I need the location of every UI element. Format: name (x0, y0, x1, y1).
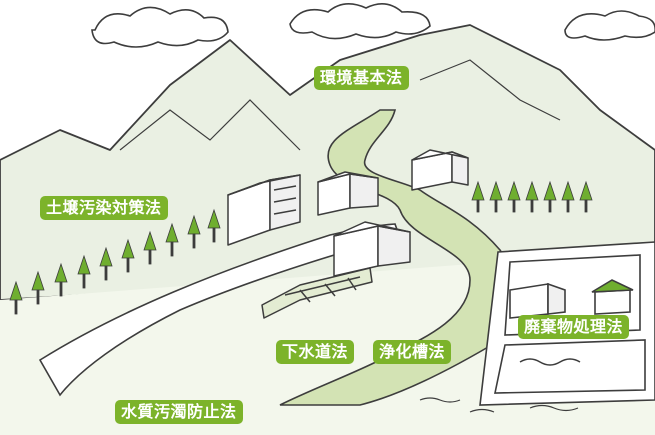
building-back (411, 149, 469, 191)
tree-row-left (9, 208, 221, 315)
treatment-plant (261, 221, 411, 319)
building-left (227, 174, 301, 246)
soil-contamination-law-label: 土壌汚染対策法 (40, 196, 168, 220)
mountain-range (0, 24, 655, 301)
cloud-left (91, 6, 229, 48)
sewerage-law-label: 下水道法 (276, 340, 355, 364)
waste-management-law-label: 廃棄物処理法 (518, 315, 630, 339)
env-basic-law-label: 環境基本法 (314, 66, 409, 90)
tree-row-right (471, 180, 593, 213)
river (279, 109, 516, 406)
cloud-center (289, 3, 431, 40)
water-pollution-law-label: 水質汚濁防止法 (115, 400, 243, 424)
septic-tank-law-label: 浄化槽法 (373, 340, 452, 364)
building-center (317, 171, 379, 216)
water-lines (419, 397, 579, 413)
cloud-right (564, 10, 655, 41)
